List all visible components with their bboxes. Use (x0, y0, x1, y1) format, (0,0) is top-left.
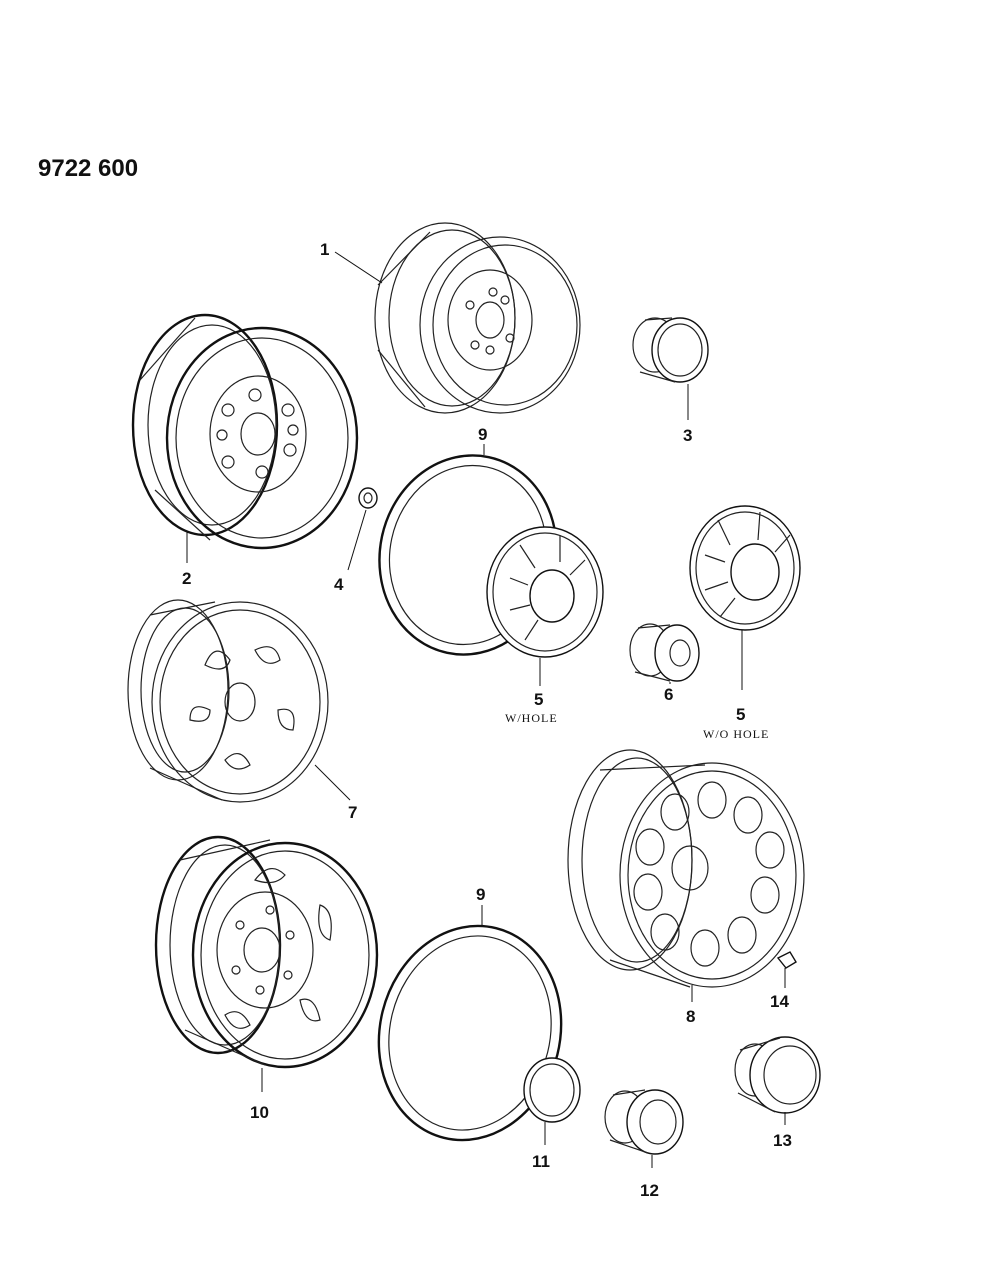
callout-3: 3 (683, 426, 692, 445)
center-cap-12 (604, 1089, 684, 1155)
hub-cap-3 (632, 317, 709, 383)
leader-1 (334, 251, 383, 284)
callout-9a: 9 (478, 425, 487, 444)
note-with-hole: W/HOLE (505, 711, 558, 725)
note-without-hole: W/O HOLE (703, 727, 769, 741)
center-cap-13 (734, 1036, 821, 1114)
callout-12: 12 (640, 1181, 659, 1200)
diagram-code: 9722 600 (38, 155, 138, 182)
callout-9b: 9 (476, 885, 485, 904)
callout-6: 6 (664, 685, 673, 704)
callout-4: 4 (334, 575, 344, 594)
wheel-10 (154, 835, 379, 1069)
callout-14: 14 (770, 992, 789, 1011)
callout-2: 2 (182, 569, 191, 588)
wheel-1 (374, 222, 581, 414)
lug-nut-4 (358, 487, 378, 509)
hub-cap-5-with-hole (486, 526, 604, 658)
valve-stem-14 (776, 951, 797, 969)
callout-1: 1 (320, 240, 329, 259)
callout-5b: 5 (736, 705, 745, 724)
wheel-8 (567, 749, 805, 988)
callout-7: 7 (348, 803, 357, 822)
center-cap-6 (629, 623, 700, 682)
retainer-11 (523, 1057, 581, 1123)
leader-7 (314, 764, 351, 801)
wheel-2 (131, 313, 359, 550)
callout-5a: 5 (534, 690, 543, 709)
leader-4 (347, 509, 367, 571)
hub-cap-5-without-hole (689, 505, 801, 631)
callout-10: 10 (250, 1103, 269, 1122)
callout-13: 13 (773, 1131, 792, 1150)
callout-8: 8 (686, 1007, 695, 1026)
trim-ring-9-lower (377, 924, 563, 1142)
wheel-7 (127, 599, 329, 803)
callout-11: 11 (532, 1152, 550, 1171)
